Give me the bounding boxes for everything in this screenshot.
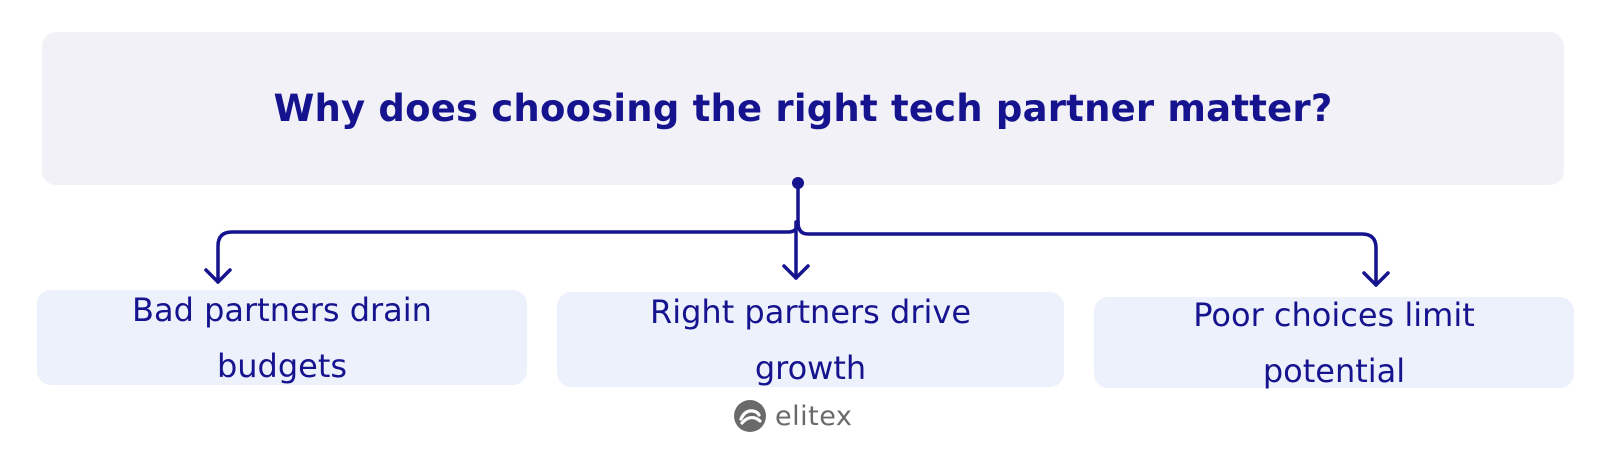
card-right-partners: Right partners drive growth — [557, 292, 1064, 387]
stem-dot — [792, 177, 804, 189]
card-text: Right partners drive growth — [649, 292, 971, 387]
question-title: Why does choosing the right tech partner… — [273, 87, 1333, 130]
elitex-logo-icon — [734, 400, 766, 432]
card-poor-choices: Poor choices limit potential — [1094, 296, 1574, 390]
center-arrowhead — [782, 264, 810, 280]
card-bad-partners: Bad partners drain budgets — [37, 290, 527, 385]
right-arrowhead — [1362, 271, 1390, 287]
card-text: Poor choices limit potential — [1193, 295, 1475, 390]
right-branch — [796, 220, 1378, 287]
left-branch — [216, 220, 800, 284]
left-arrowhead — [204, 268, 232, 284]
card-text: Bad partners drain budgets — [132, 290, 432, 385]
question-box: Why does choosing the right tech partner… — [42, 32, 1564, 185]
elitex-logo-text: elitex — [775, 400, 853, 432]
elitex-logo: elitex — [733, 398, 852, 434]
